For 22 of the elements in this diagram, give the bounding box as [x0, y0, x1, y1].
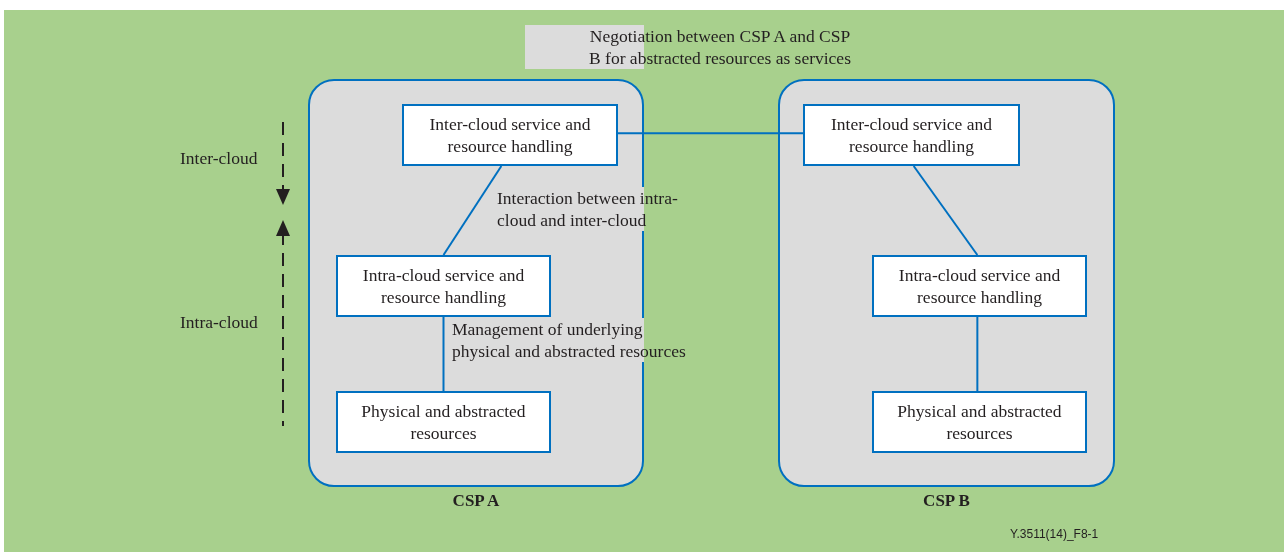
level-label: Inter-cloud: [180, 148, 258, 169]
container-heading: CSP B: [923, 491, 970, 511]
process-box: [336, 391, 551, 453]
box-label: Physical and abstracted resources: [896, 400, 1063, 444]
box-label: Intra-cloud service and resource handling: [361, 264, 526, 308]
box-label: Inter-cloud service and resource handling: [428, 113, 592, 157]
process-box: [872, 255, 1087, 317]
connector-line: [617, 132, 804, 135]
box-label: Physical and abstracted resources: [360, 400, 527, 444]
level-label: Intra-cloud: [180, 312, 258, 333]
connector-line: [442, 165, 503, 256]
connector-line: [976, 316, 979, 392]
container-heading: CSP A: [452, 491, 500, 511]
process-box: [336, 255, 551, 317]
box-label: Intra-cloud service and resource handling: [897, 264, 1062, 308]
box-label: Inter-cloud service and resource handling: [830, 113, 993, 157]
process-box: [402, 104, 618, 166]
figure-id: Y.3511(14)_F8-1: [1010, 527, 1099, 541]
process-box: [872, 391, 1087, 453]
connector-line: [442, 316, 445, 392]
connector-line: [912, 165, 979, 256]
process-box: [803, 104, 1020, 166]
